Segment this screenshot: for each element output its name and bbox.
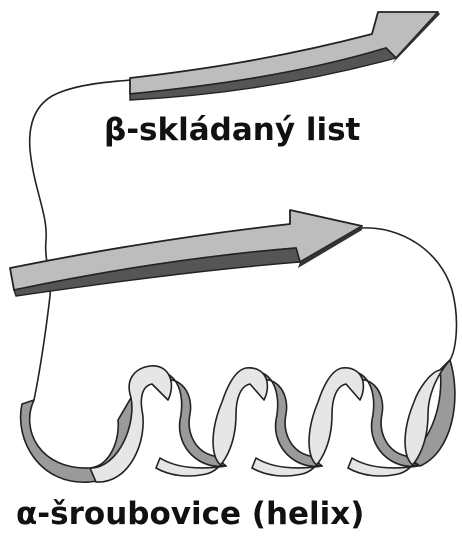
alpha-helix-label: α-šroubovice (helix) bbox=[16, 496, 364, 532]
loop-strand-right bbox=[362, 228, 456, 360]
beta-sheet-label: β-skládaný list bbox=[104, 112, 360, 148]
alpha-helix-ribbon bbox=[21, 360, 455, 482]
beta-strand-arrow-lower bbox=[10, 210, 362, 296]
beta-strand-arrow-upper bbox=[130, 12, 440, 100]
